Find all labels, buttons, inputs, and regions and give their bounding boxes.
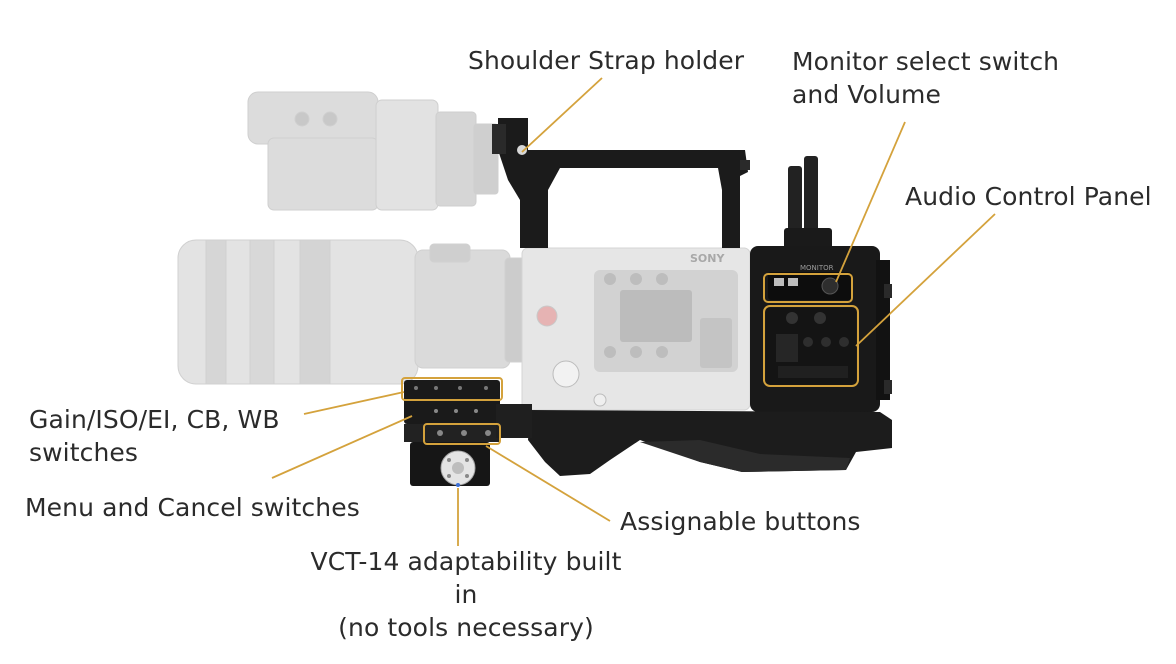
label-shoulder-strap-holder: Shoulder Strap holder [468,46,745,75]
faded-body-panel: SONY [521,247,751,411]
brand-marking: SONY [690,252,725,265]
label-menu-cancel-switches: Menu and Cancel switches [25,493,360,522]
shoulder-pad [528,410,892,476]
assignable-leader [485,445,611,522]
leader-lines [271,77,996,546]
audio-panel-leader [855,213,996,347]
label-audio-control-panel: Audio Control Panel [905,182,1152,211]
audio-panel-highlight [763,305,859,387]
assignable-buttons-highlight [423,423,501,445]
menu-cancel-leader [271,415,413,479]
label-gain-switches: Gain/ISO/EI, CB, WB switches [29,405,280,467]
top-handle [492,118,750,248]
rear-antennas [784,156,832,254]
label-monitor-select-switch: Monitor select switch and Volume [792,47,1060,109]
label-assignable-buttons: Assignable buttons [620,507,861,536]
front-control-block [404,380,532,487]
label-vct14-adaptability: VCT-14 adaptability built in (no tools n… [310,547,622,642]
monitor-select-highlight [763,273,853,303]
gain-switches-leader [303,391,405,415]
callout-boxes [401,273,859,445]
gain-switches-highlight [401,377,503,401]
faded-top-lens [247,91,499,211]
shoulder-strap-leader [521,77,603,153]
monitor-select-leader [835,121,906,283]
monitor-marking: MONITOR [800,264,834,272]
faded-main-lens [177,239,526,385]
rear-body: MONITOR [750,246,892,412]
